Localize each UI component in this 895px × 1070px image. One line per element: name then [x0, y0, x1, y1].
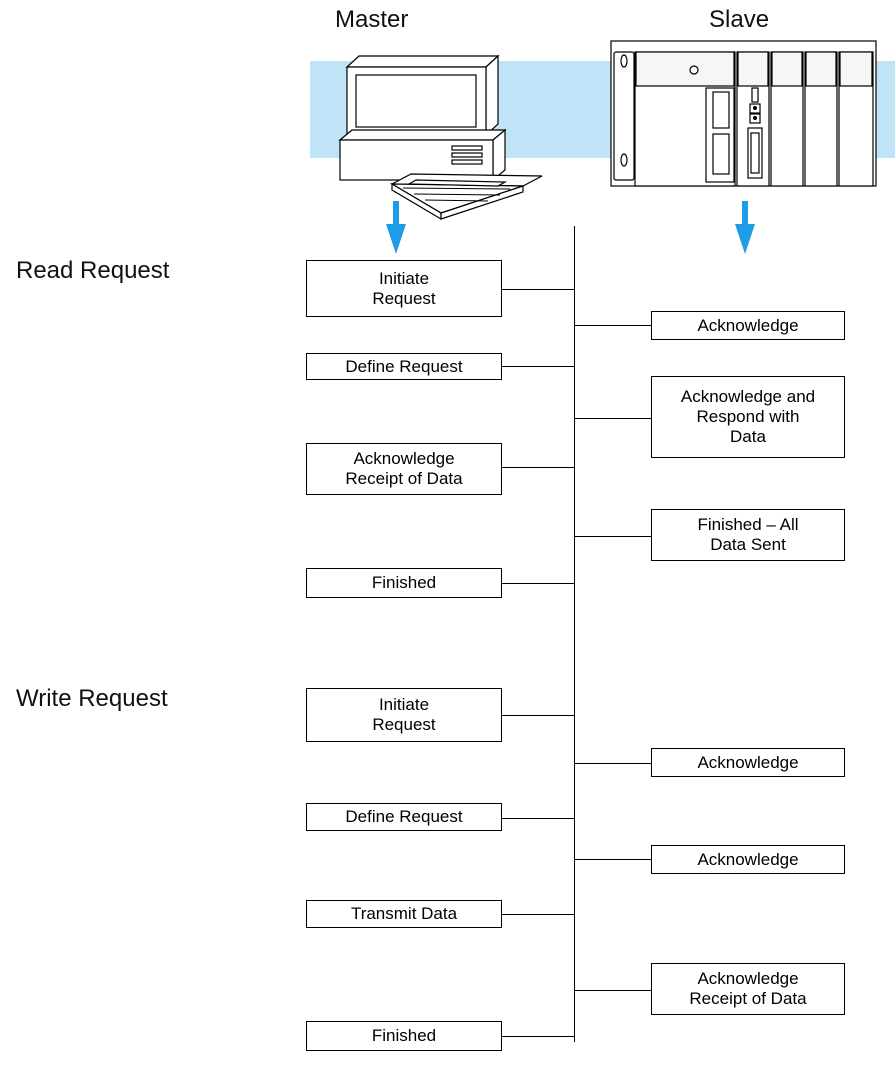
read-initiate-request-box: Initiate Request [306, 260, 502, 317]
connector [502, 914, 574, 915]
read-finished-all-data-sent-box: Finished – All Data Sent [651, 509, 845, 561]
read-acknowledge-box: Acknowledge [651, 311, 845, 340]
connector [502, 467, 574, 468]
write-finished-box: Finished [306, 1021, 502, 1051]
connector [575, 990, 651, 991]
read-finished-box: Finished [306, 568, 502, 598]
slave-down-arrow [735, 201, 755, 254]
connector [502, 818, 574, 819]
master-down-arrow [386, 201, 406, 254]
plc-rack-icon [610, 40, 877, 187]
write-transmit-data-box: Transmit Data [306, 900, 502, 928]
arrows [386, 201, 755, 254]
connector [502, 583, 574, 584]
read-acknowledge-receipt-box: Acknowledge Receipt of Data [306, 443, 502, 495]
connector [502, 1036, 574, 1037]
connector [575, 763, 651, 764]
read-request-label: Read Request [16, 257, 170, 284]
connector [502, 715, 574, 716]
connector [502, 289, 574, 290]
connector [575, 536, 651, 537]
master-heading: Master [335, 6, 409, 33]
connector [575, 859, 651, 860]
write-request-label: Write Request [16, 685, 168, 712]
timeline [574, 226, 575, 1042]
write-define-request-box: Define Request [306, 803, 502, 831]
write-acknowledge-box-2: Acknowledge [651, 845, 845, 874]
connector [575, 418, 651, 419]
write-acknowledge-receipt-box: Acknowledge Receipt of Data [651, 963, 845, 1015]
connector [502, 366, 574, 367]
read-define-request-box: Define Request [306, 353, 502, 380]
write-initiate-request-box: Initiate Request [306, 688, 502, 742]
slave-heading: Slave [709, 6, 770, 33]
computer-icon [338, 54, 543, 221]
write-acknowledge-box-1: Acknowledge [651, 748, 845, 777]
connector [575, 325, 651, 326]
read-acknowledge-respond-box: Acknowledge and Respond with Data [651, 376, 845, 458]
